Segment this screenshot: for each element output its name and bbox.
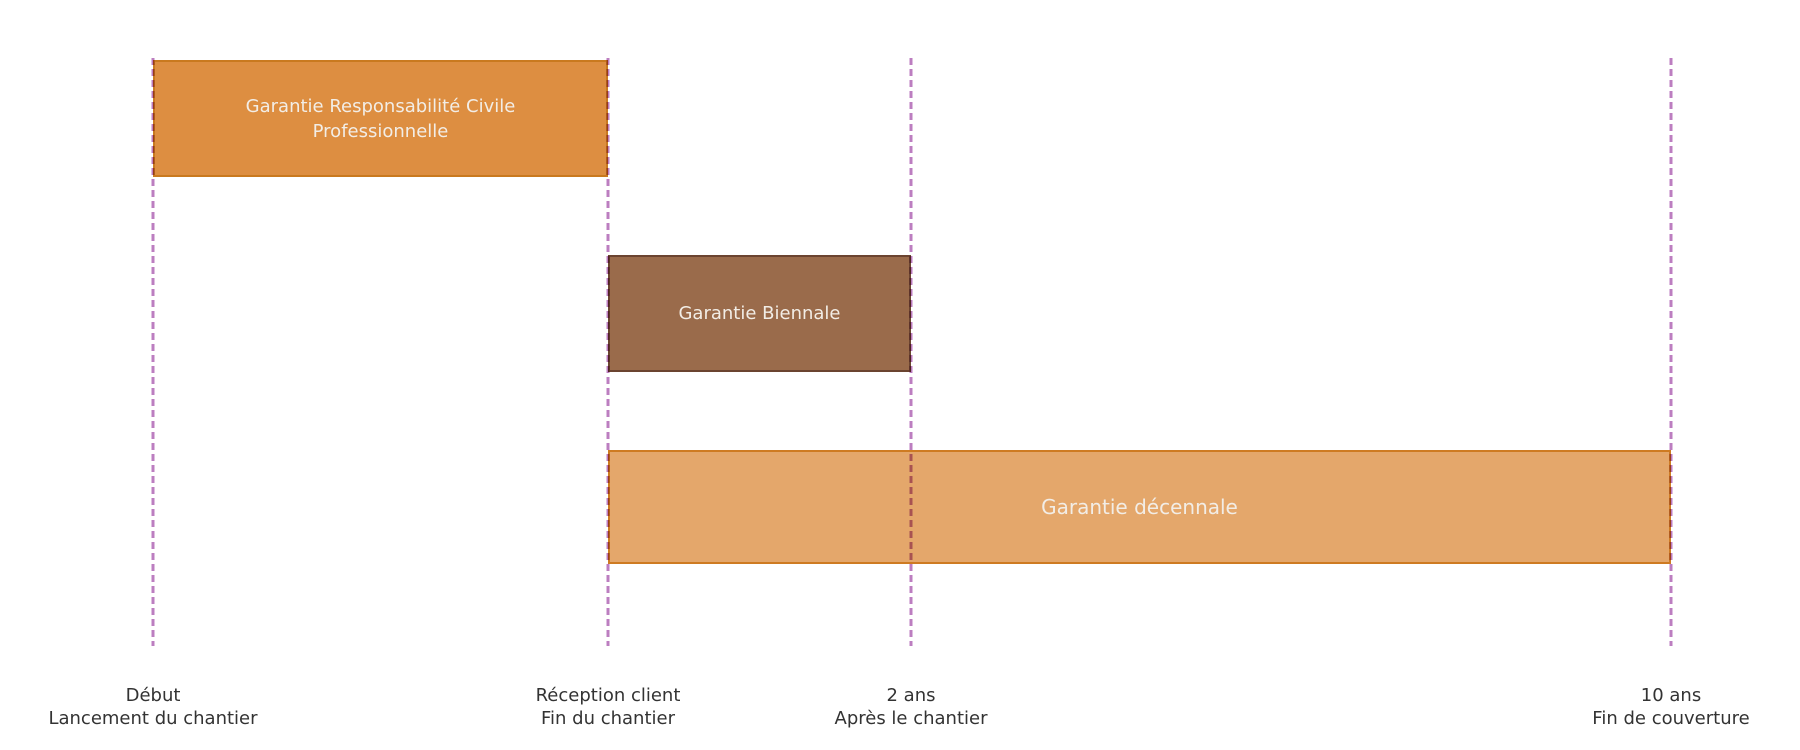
milestone-label-10ans-line1: 10 ans [1640, 685, 1702, 706]
milestone-line-debut [151, 58, 155, 646]
milestone-label-10ans-line2: Fin de couverture [1592, 708, 1750, 729]
milestone-label-reception: Réception client Fin du chantier [536, 684, 681, 730]
milestone-label-reception-line1: Réception client [535, 685, 681, 706]
bar-garantie-rcp-label: Garantie Responsabilité Civile Professio… [245, 95, 516, 142]
milestone-label-debut: Début Lancement du chantier [48, 684, 257, 730]
bar-garantie-biennale-label: Garantie Biennale [678, 303, 841, 324]
milestone-line-reception [606, 58, 610, 646]
milestone-label-debut-line1: Début [125, 685, 181, 706]
milestone-line-2ans [909, 58, 913, 646]
milestone-line-10ans [1669, 58, 1673, 646]
milestone-label-2ans-line1: 2 ans [886, 685, 936, 706]
milestone-label-debut-line2: Lancement du chantier [48, 708, 258, 729]
bar-garantie-decennale: Garantie décennale [608, 450, 1671, 564]
milestone-label-2ans: 2 ans Après le chantier [835, 684, 988, 730]
bar-garantie-rcp: Garantie Responsabilité Civile Professio… [153, 60, 608, 177]
milestone-label-2ans-line2: Après le chantier [834, 708, 988, 729]
bar-garantie-biennale: Garantie Biennale [608, 255, 911, 372]
milestone-label-reception-line2: Fin du chantier [540, 708, 675, 729]
bar-garantie-decennale-label: Garantie décennale [1041, 495, 1238, 519]
milestone-label-10ans: 10 ans Fin de couverture [1592, 684, 1749, 730]
